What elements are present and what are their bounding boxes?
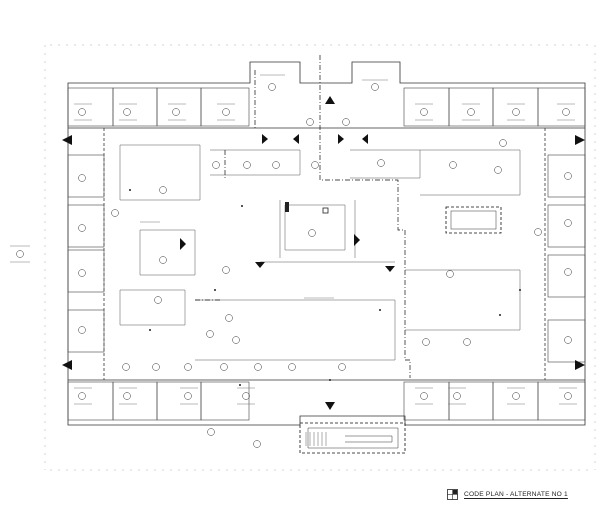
stairs — [305, 432, 327, 446]
site-lines — [44, 44, 596, 471]
interior-partitions — [119, 144, 521, 361]
rooms-side-columns — [67, 154, 586, 363]
room-tags — [16, 83, 572, 448]
code-plan-key-icon — [447, 488, 458, 500]
rated-area-inner — [307, 210, 497, 449]
rated-corridor-line — [195, 55, 411, 378]
rooms-top-row — [67, 87, 586, 127]
rated-areas — [299, 206, 502, 454]
fire-devices — [129, 189, 521, 386]
drawing-title-block: CODE PLAN - ALTERNATE NO 1 — [447, 486, 597, 502]
drawing-title: CODE PLAN - ALTERNATE NO 1 — [464, 490, 568, 498]
tag-labels — [10, 74, 577, 405]
rooms-bottom-row — [67, 381, 586, 421]
exit-arrows — [62, 96, 585, 410]
